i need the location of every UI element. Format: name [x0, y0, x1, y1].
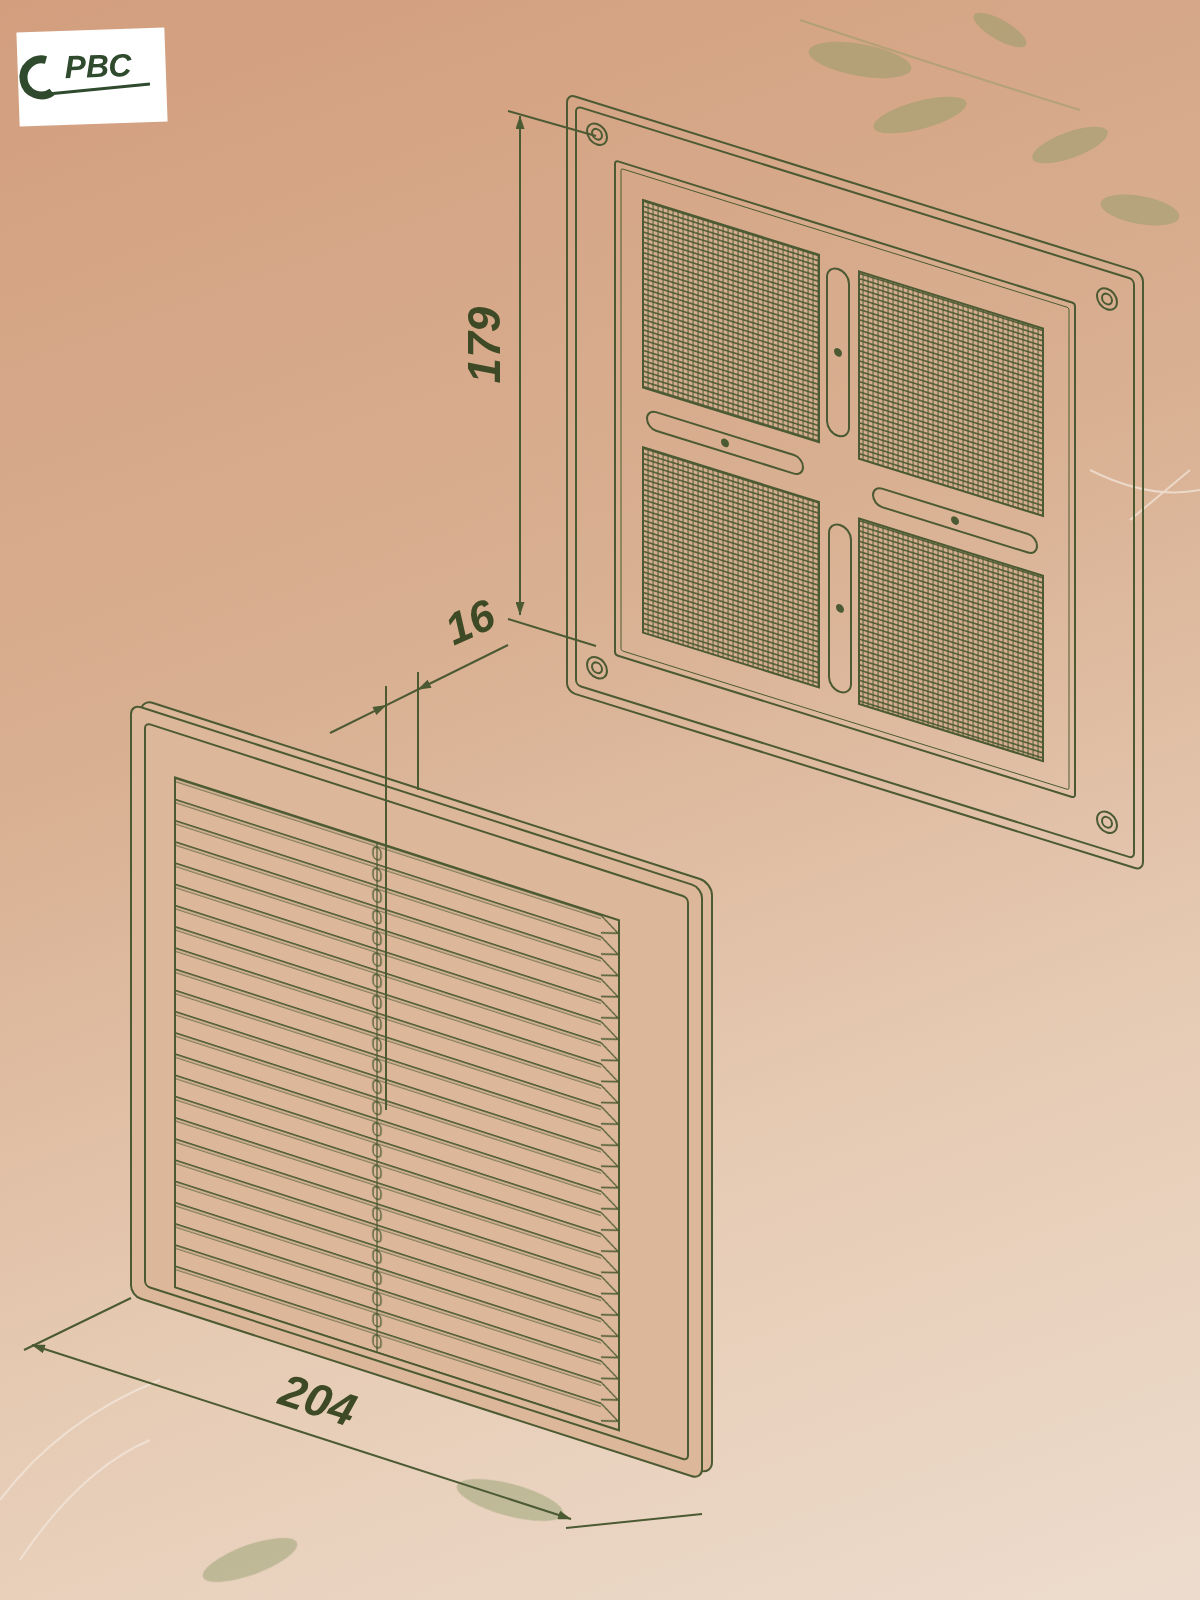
leaf-outline: [0, 470, 1200, 1560]
logo-plate: [16, 27, 167, 126]
dimension-value: 179: [461, 307, 507, 384]
dimension-line: [508, 111, 596, 646]
dimension-value: 16: [439, 592, 502, 652]
dimension-line: [330, 645, 508, 1110]
brand-logo: РВС: [64, 49, 132, 83]
back-grille: [567, 94, 1143, 871]
front-grille: [131, 696, 712, 1483]
dimension-value: 204: [274, 1366, 361, 1433]
dimension-line: [24, 1298, 702, 1528]
